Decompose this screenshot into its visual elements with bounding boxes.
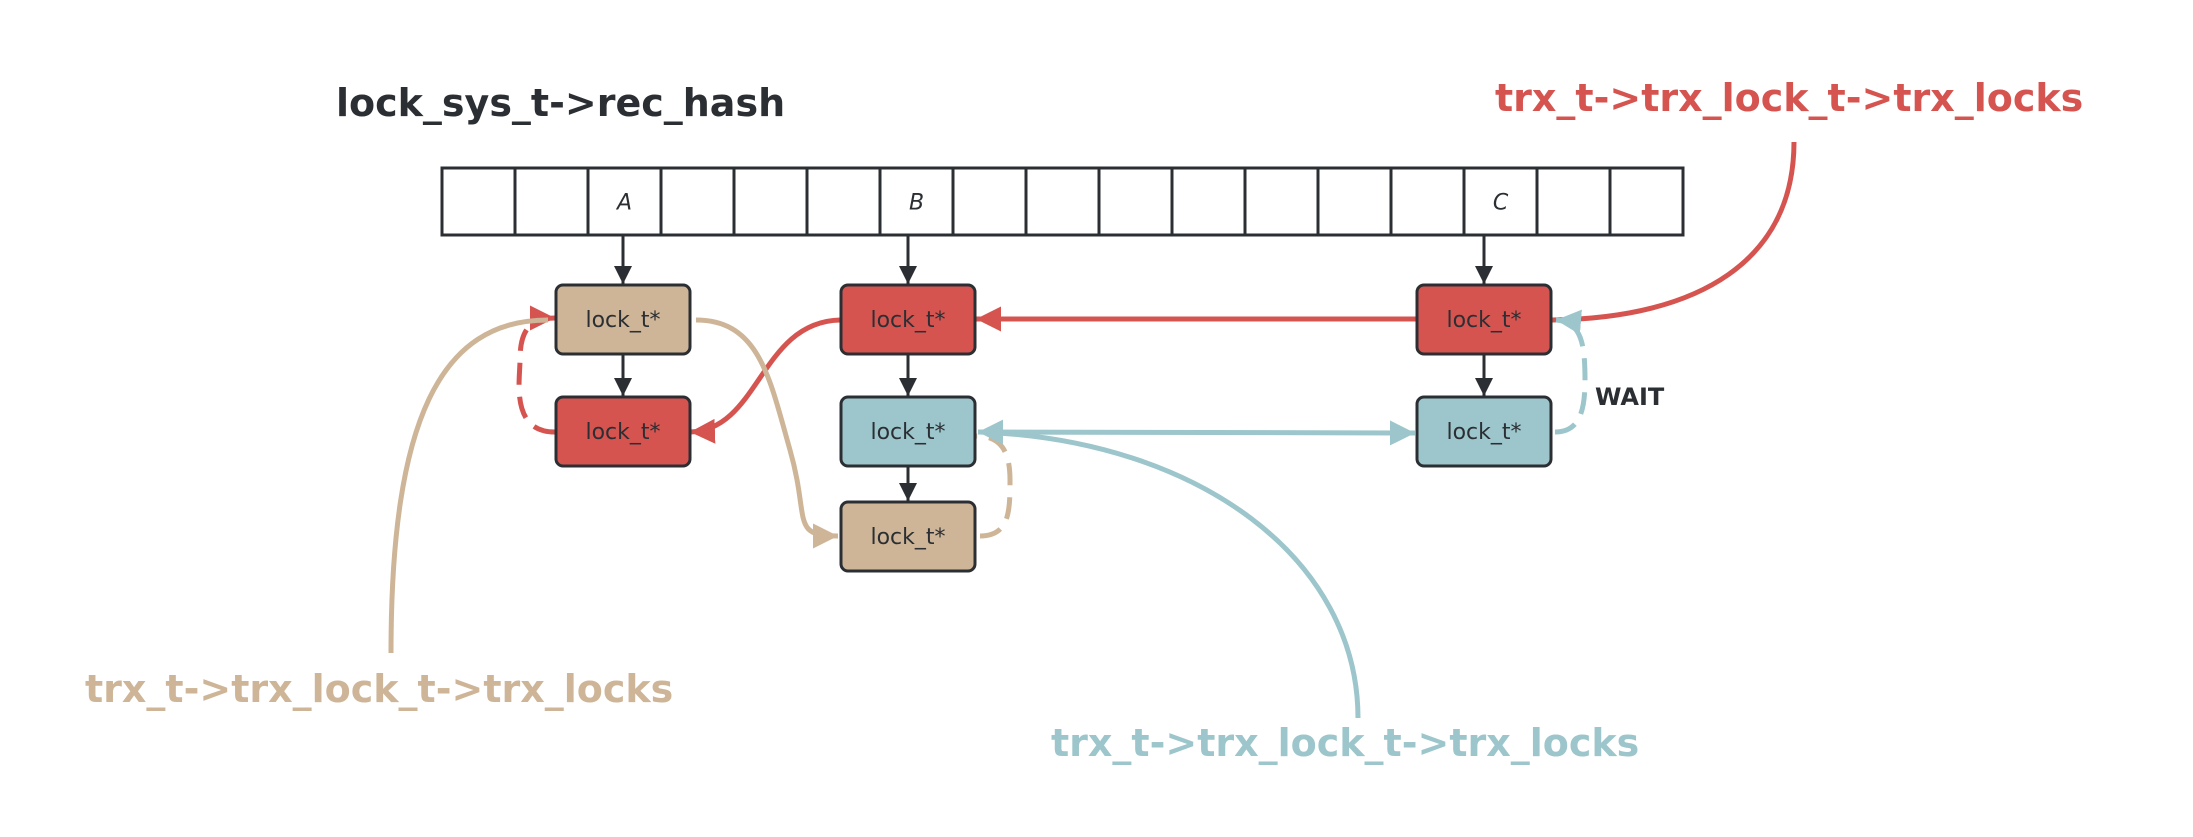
wait-label: WAIT: [1595, 383, 1665, 411]
lock-node-a2: lock_t*: [554, 395, 692, 468]
hash-cell: [951, 166, 1028, 237]
hash-cell: [878, 166, 955, 237]
lock-node-box: [554, 395, 692, 468]
lock-node-b1: lock_t*: [839, 283, 977, 356]
lock-node-b3: lock_t*: [839, 500, 977, 573]
blue-wait-dashed-arrow: [1554, 309, 1588, 435]
tan-list-head-curve: [388, 317, 549, 654]
red-trx-locks-label: trx_t->trx_lock_t->trx_locks: [1495, 76, 2083, 120]
blue-b2-c2-double-arrow: [977, 419, 1416, 446]
red-a2-to-a1-dashed-arrow: [516, 305, 556, 435]
lock-node-box: [839, 395, 977, 468]
hash-cell: [805, 166, 882, 237]
hash-cell: [440, 166, 517, 237]
lock-node-a1: lock_t*: [554, 283, 692, 356]
lock-node-label: lock_t*: [870, 308, 945, 333]
hash-cell: [659, 166, 736, 237]
lock-node-label: lock_t*: [585, 308, 660, 333]
hash-cell: [1608, 166, 1685, 237]
blue-list-head-curve: [979, 429, 1361, 719]
hash-cell: [1243, 166, 1320, 237]
hash-cell: [1389, 166, 1466, 237]
lock-node-label: lock_t*: [870, 420, 945, 445]
red-list-head-curve: [1551, 141, 1797, 323]
blue-trx-locks-label: trx_t->trx_lock_t->trx_locks: [1051, 721, 1639, 765]
tan-b3-to-b2-dashed: [975, 433, 1013, 539]
lock-node-b2: lock_t*: [839, 395, 977, 468]
hash-table: A B C: [440, 166, 1685, 237]
lock-node-label: lock_t*: [870, 525, 945, 550]
hash-cell: [1024, 166, 1101, 237]
hash-cell: [1462, 166, 1539, 237]
lock-node-box: [839, 500, 977, 573]
hash-cell: [1316, 166, 1393, 237]
hash-cell: [732, 166, 809, 237]
hash-title: lock_sys_t->rec_hash: [336, 81, 785, 125]
hash-cell: [513, 166, 590, 237]
lock-node-box: [1415, 283, 1553, 356]
lock-nodes: lock_t* lock_t* lock_t* lock_t* lock_t* lock_…: [554, 283, 1553, 573]
lock-node-label: lock_t*: [1446, 308, 1521, 333]
tan-trx-list-edges: [388, 317, 1013, 654]
red-b1-to-a2-arrow: [689, 317, 841, 444]
lock-node-label: lock_t*: [1446, 420, 1521, 445]
hash-cell: [1097, 166, 1174, 237]
lock-node-box: [554, 283, 692, 356]
lock-node-c1: lock_t*: [1415, 283, 1553, 356]
hash-cell: [1535, 166, 1612, 237]
tan-a1-to-b3-arrow: [695, 317, 839, 549]
red-trx-list-edges: [516, 141, 1797, 444]
lock-node-box: [1415, 395, 1553, 468]
lock-node-box: [839, 283, 977, 356]
blue-trx-list-edges: [977, 309, 1588, 719]
hash-cell: [1170, 166, 1247, 237]
lock-node-c2: lock_t*: [1415, 395, 1553, 468]
hash-cell-label: B: [909, 191, 924, 216]
lock-node-label: lock_t*: [585, 420, 660, 445]
hash-cell-label: C: [1493, 191, 1509, 216]
chain-arrows: [614, 235, 1493, 501]
hash-cell-label: A: [615, 191, 632, 216]
tan-trx-locks-label: trx_t->trx_lock_t->trx_locks: [85, 667, 673, 711]
